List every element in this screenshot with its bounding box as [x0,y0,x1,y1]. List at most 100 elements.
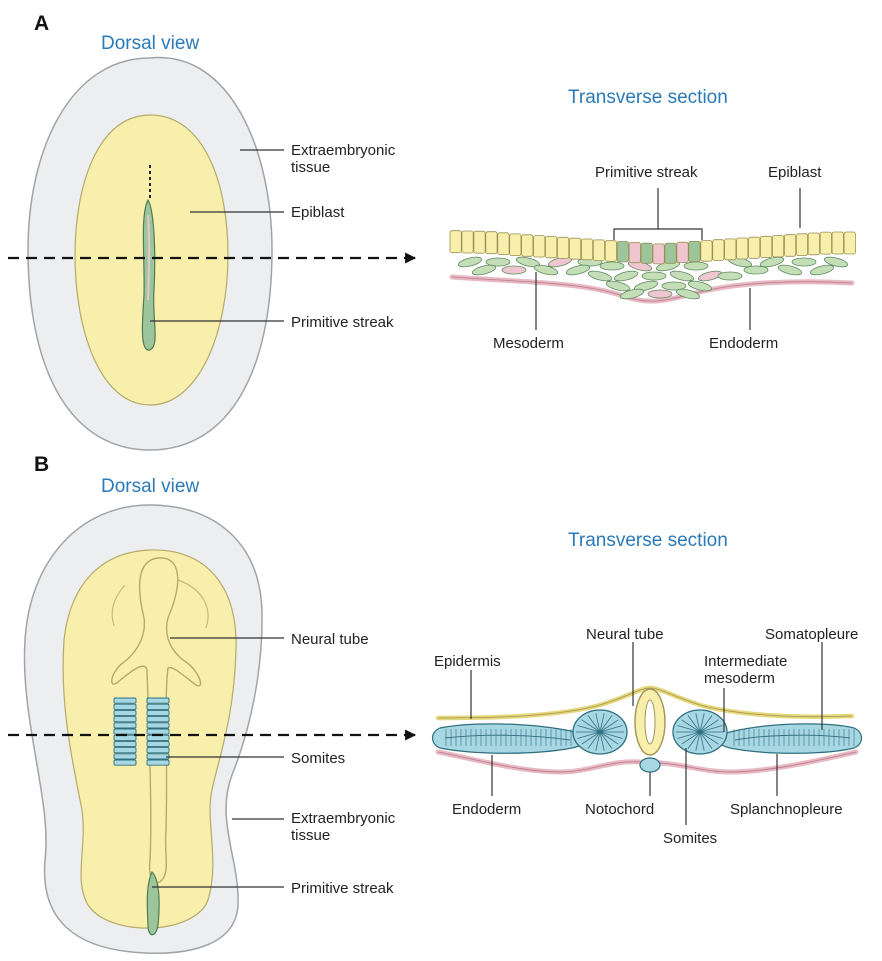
somite-block [147,723,169,728]
epiblast-cell [808,233,819,255]
epiblast-cell [498,233,509,255]
panel-b-dorsal-embryo [24,505,262,953]
label-primitive-streak-b: Primitive streak [291,880,394,897]
label-endoderm-a: Endoderm [709,335,778,352]
mesoderm-cell [792,258,816,266]
mesoderm-cell [600,262,624,270]
epiblast-cell [593,240,604,261]
label-somatopleure: Somatopleure [765,626,858,643]
lateral-mesoderm-right [718,724,862,753]
neural-canal [645,700,655,744]
epiblast-cell [546,237,557,258]
label-endoderm-b: Endoderm [452,801,521,818]
epiblast-cell [725,239,736,260]
dorsal-view-title-b: Dorsal view [101,476,199,498]
mesoderm-cell [744,266,768,274]
epiblast-cell [749,237,760,258]
somite-block [147,741,169,746]
epiblast-cells [450,231,855,264]
label-somites-b: Somites [291,750,345,767]
mesoderm-cell [684,262,708,270]
epiblast-cell [522,235,533,256]
epiblast-cell [713,240,724,261]
epiblast-cell [581,239,592,260]
label-section-neural-tube: Neural tube [586,626,664,643]
epiblast-cell [510,234,521,256]
panel-letter-a: A [34,12,49,36]
epiblast-cell [486,232,497,254]
somite-block [114,710,136,715]
epiblast-cell [534,236,545,257]
somite-block [114,704,136,709]
epiblast-cell [474,231,485,253]
epiblast-cell [617,242,628,262]
mesoderm-cell [502,266,526,274]
mesoderm-cell [809,263,834,277]
somite-block [114,698,136,703]
label-notochord: Notochord [585,801,654,818]
epiblast-cell [641,243,652,263]
somite-block [147,698,169,703]
label-splanchnopleure: Splanchnopleure [730,801,843,818]
label-neural-tube-b: Neural tube [291,631,369,648]
somite-block [147,760,169,765]
mesoderm-cell [565,263,590,277]
somite-block [147,729,169,734]
mesoderm-cell [642,272,666,280]
dorsal-view-title-a: Dorsal view [101,33,199,55]
label-section-epiblast: Epiblast [768,164,821,181]
somite-block [147,717,169,722]
mesoderm-cell [718,272,742,280]
primitive-streak-b [147,872,159,935]
epiblast-cell [462,231,473,253]
epiblast-cell [761,236,772,257]
label-primitive-streak-a: Primitive streak [291,314,394,331]
somite-block [114,729,136,734]
epiblast-cell [820,232,831,254]
somite-block [147,704,169,709]
somite-block [114,754,136,759]
epiblast-cell [796,234,807,256]
label-mesoderm: Mesoderm [493,335,564,352]
label-epidermis: Epidermis [434,653,501,670]
mesoderm-cell [648,290,672,298]
notochord-section [640,758,660,772]
epiblast-cell [772,236,783,257]
panel-b-section [433,688,862,772]
label-epiblast-a: Epiblast [291,204,344,221]
panel-a-dorsal-embryo [28,58,272,450]
mesoderm-cell [587,269,612,283]
somite-block [114,760,136,765]
mesoderm-cell [669,269,694,283]
epiblast-cell [844,232,855,254]
epiblast-cell [677,242,688,262]
epiblast-cell [689,241,700,261]
epiblast-cell [653,244,664,264]
epiblast-cell [450,231,461,253]
label-extraembryonic-b: Extraembryonictissue [291,810,431,844]
somite-block [147,754,169,759]
somite-block [147,748,169,753]
somite-block [114,748,136,753]
transverse-section-title-a: Transverse section [568,87,728,109]
primitive-streak-a-highlight [148,215,149,300]
somite-block [147,710,169,715]
mesoderm-cell [471,263,496,277]
somite-block [114,741,136,746]
epiblast-cell [558,237,569,258]
epiblast-cell [569,238,580,259]
epiblast-cell [665,243,676,263]
epiblast-cell [784,235,795,257]
label-section-primitive-streak: Primitive streak [595,164,698,181]
epiblast-cell [737,238,748,259]
transverse-section-title-b: Transverse section [568,530,728,552]
epiblast-cell [629,242,640,262]
epiblast-cell [701,241,712,262]
somite-block [114,717,136,722]
epiblast-cell [605,241,616,262]
panel-a-section [450,231,855,301]
mesoderm-cell [457,255,482,269]
panel-letter-b: B [34,453,49,477]
